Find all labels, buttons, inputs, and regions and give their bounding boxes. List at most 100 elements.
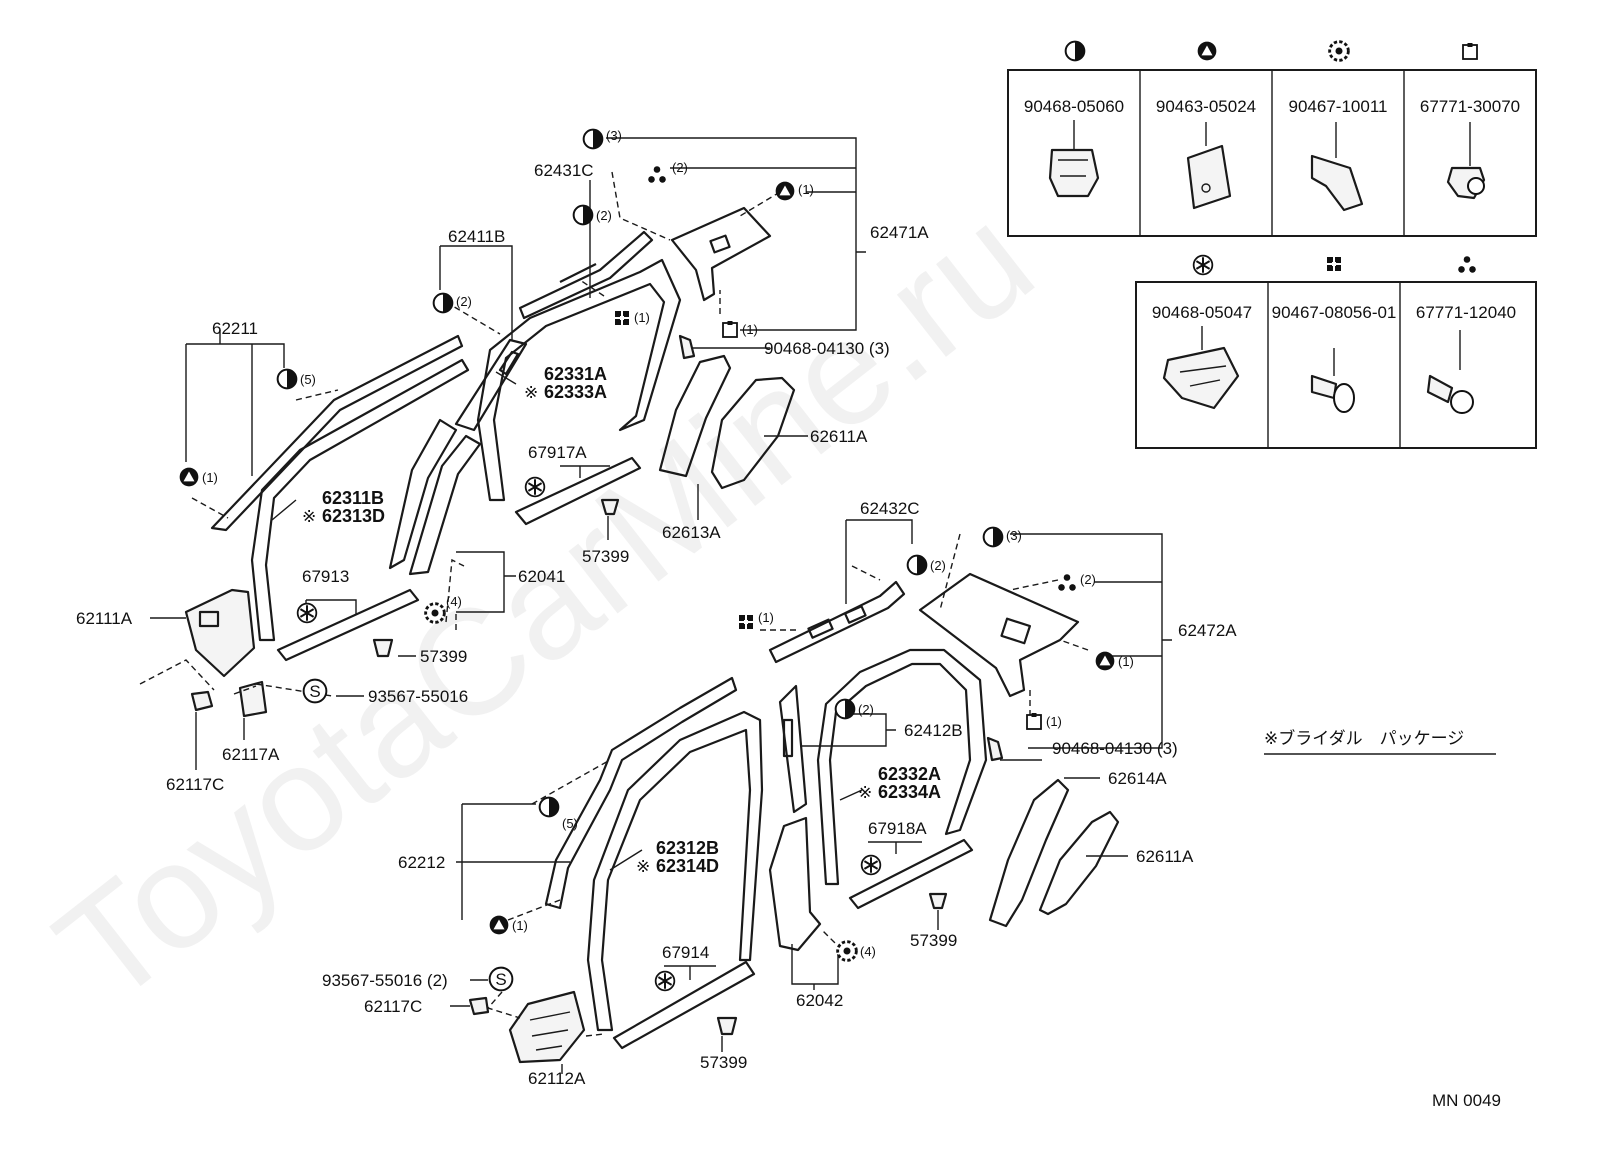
clip-57399 [928,892,948,910]
gear-circle-icon [1328,40,1350,62]
half-circle-icon [582,128,604,150]
fastener-part-number: 90468-05047 [1152,303,1252,322]
quantity: (5) [562,816,578,831]
asterisk-circle-icon [654,970,676,992]
quarter-trim-62613a [658,354,732,478]
part-number: 62471A [870,223,929,242]
fastener-part-number: 90467-08056-01 [1272,303,1397,322]
clip-drawing [1310,122,1364,212]
triangle-circle-icon [775,181,795,201]
clip-57399 [716,1016,738,1036]
pillar-garnish-62212 [544,676,738,910]
part-number: 62211 [212,319,258,338]
part-number: 62332A [878,764,941,784]
part-number: 62313D [322,506,385,526]
quantity: (2) [930,558,946,573]
clip-62117c [190,690,214,712]
quarter-trim-62471a [670,206,772,302]
clip-drawing [1426,330,1474,414]
kome-mark: ※ [524,383,538,402]
rear-pillar-assembly [468,572,1120,1064]
scuff-plate-67913 [276,588,420,662]
quantity: (1) [798,182,814,197]
part-number: 62112A [528,1069,586,1088]
triangle-circle-icon [1197,41,1217,61]
part-number: 93567-55016 (2) [322,971,448,990]
clip-drawing [1186,122,1232,210]
triangle-circle-icon [489,915,509,935]
clip-drawing [1446,122,1486,200]
leader-lines-right [450,519,1172,1074]
clip-62117a [238,680,268,718]
quantity: (2) [456,294,472,309]
part-number: 62042 [796,991,843,1010]
clip-drawing [1048,120,1100,198]
part-labels-left: 62211 62411B 62431C 62471A 90468-04130 (… [76,161,929,794]
front-pillar-assembly [184,206,796,718]
part-labels-right: 62432C 62472A 62412B 90468-04130 (3) 623… [322,499,1237,1088]
fastener-part-number: 90463-05024 [1156,97,1256,116]
part-number: 62614A [1108,769,1167,788]
asterisk-circle-icon [296,602,318,624]
quarter-window-62611a [710,376,796,490]
part-number: 62411B [448,227,505,246]
part-number: 62314D [656,856,719,876]
kome-mark: ※ [636,857,650,876]
quantity: (4) [446,594,462,609]
quantity: (5) [300,372,316,387]
kome-mark: ※ [302,507,316,526]
part-number: 57399 [700,1053,747,1072]
half-circle-icon [834,698,856,720]
fastener-part-number: 90468-05060 [1024,97,1124,116]
asterisk-circle-icon [1192,254,1214,276]
square-notch-icon [1026,712,1042,730]
cowl-trim-62111a [184,588,256,678]
three-dot-icon [648,166,666,183]
part-number: 62334A [878,782,941,802]
part-number: 90468-04130 (3) [1052,739,1178,758]
clip-drawing [1162,326,1240,410]
part-number: 62412B [904,721,963,740]
part-number: 57399 [910,931,957,950]
fastener-part-number: 67771-12040 [1416,303,1516,322]
cowl-trim-62112a [508,990,586,1064]
quantity: (1) [1046,714,1062,729]
half-circle-icon [538,796,560,818]
center-pillar-upper-62411b [454,338,528,432]
half-circle-icon [572,204,594,226]
part-number: 62041 [518,567,565,586]
square-notch-icon [1462,42,1478,60]
three-dot-icon [1058,574,1076,591]
square-notch-icon [722,320,738,338]
quantity: (2) [858,702,874,717]
scuff-plate-67914 [612,960,756,1050]
center-pillar-lower-62041 [388,418,458,570]
quantity: (2) [672,160,688,175]
part-number: 93567-55016 [368,687,468,706]
fastener-table: 90468-05060 90463-05024 90467-10011 6777… [1007,40,1537,449]
clip-90468-04130 [986,736,1004,762]
cross-square-icon [739,615,753,629]
weatherstrip-62312b [586,710,764,1032]
s-mark: S [495,970,506,989]
quantity: (2) [596,208,612,223]
quarter-trim-62472a [918,572,1080,698]
fastener-part-number: 67771-30070 [1420,97,1520,116]
center-pillar-lower-62042 [768,816,822,952]
half-circle-icon [982,526,1004,548]
quantity: (1) [1118,654,1134,669]
quantity: (1) [634,310,650,325]
clip-57399 [600,498,620,516]
scuff-plate-67917a [514,456,642,526]
part-number: 62613A [662,523,721,542]
quantity: (4) [860,944,876,959]
part-number: 67917A [528,443,587,462]
part-number: 57399 [582,547,629,566]
gear-circle-icon [836,940,858,962]
watermark: ToyotaCarMine.ru [26,174,1062,1035]
weatherstrip-62311b [250,358,470,642]
part-number: 62117C [364,997,422,1016]
door-opening-62331a [476,258,682,502]
fastener-callouts-right: S [488,526,1115,992]
legend-note: ※ブライダル パッケージ [1264,728,1496,755]
